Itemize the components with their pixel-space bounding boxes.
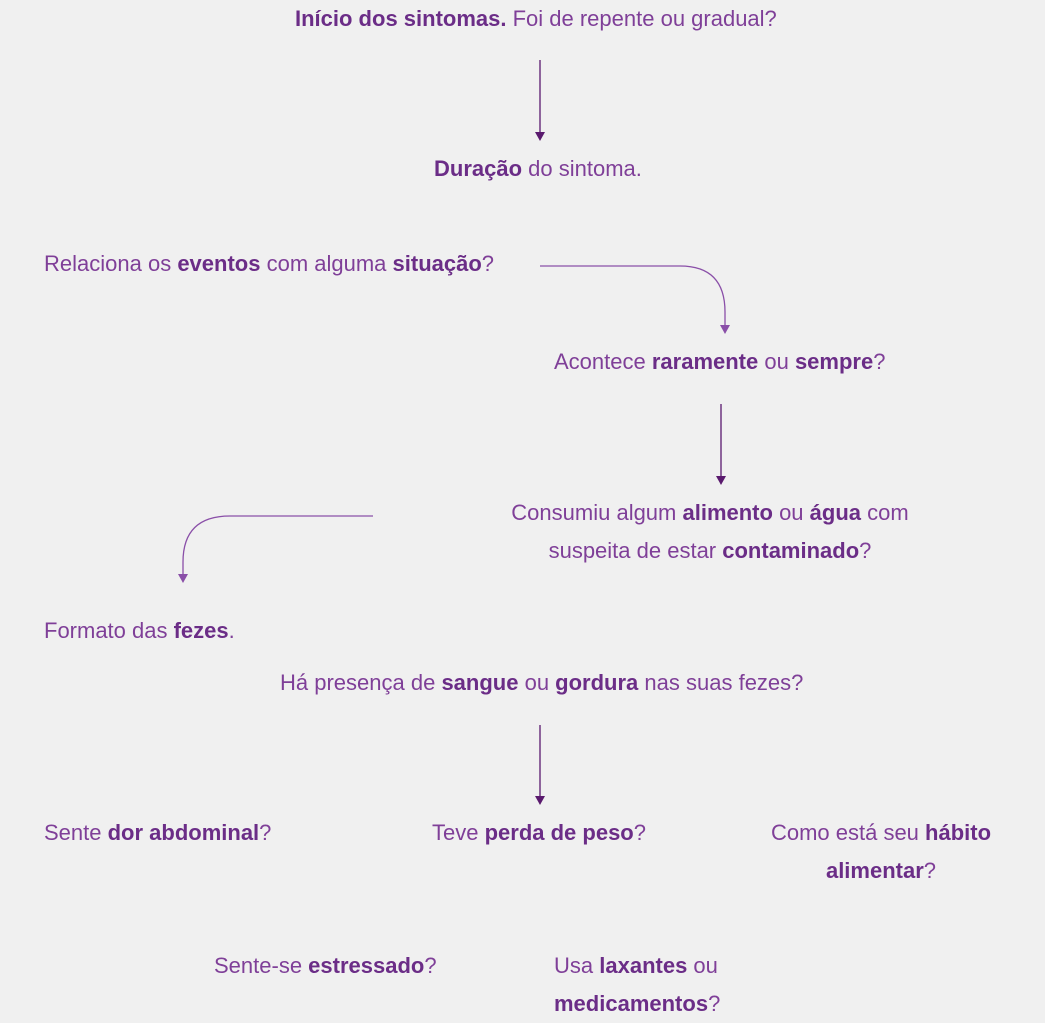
node-laxantes-text-0: Usa [554,953,600,978]
arrow-relaciona-to-acontece-head [720,325,730,334]
node-laxantes-line-2: medicamentos? [554,985,720,1023]
node-estressado-text-1: ? [424,953,437,978]
node-laxantes-medicamentos: Usa laxantes ou medicamentos? [554,947,720,1023]
node-laxantes-line-1: Usa laxantes ou [554,947,720,985]
node-perda-peso: Teve perda de peso? [432,814,646,852]
node-acontece-text-1: ou [758,349,795,374]
node-dor-abdominal: Sente dor abdominal? [44,814,271,852]
node-formato-text-1: . [228,618,235,643]
arrow-inicio-to-duracao-head [535,132,545,141]
node-duracao-text: do sintoma. [522,156,642,181]
node-perda-text-0: Teve [432,820,485,845]
node-formato-text-0: Formato das [44,618,174,643]
node-relaciona-eventos: Relaciona os eventos com alguma situação… [44,245,494,283]
node-duracao-bold: Duração [434,156,523,181]
node-perda-bold-1: perda de peso [484,820,634,845]
node-inicio-bold: Início dos sintomas. [295,6,507,31]
node-acontece: Acontece raramente ou sempre? [554,343,885,381]
node-habito-line-1: Como está seu hábito [760,814,1002,852]
node-laxantes-bold-1: laxantes [599,953,688,978]
node-relaciona-text-2: ? [481,251,495,276]
node-consumiu-text-4: ? [859,538,872,563]
node-consumiu-bold-2: água [809,500,862,525]
node-estressado-bold-1: estressado [308,953,425,978]
node-presenca-text-1: ou [518,670,556,695]
node-dor-text-0: Sente [44,820,108,845]
node-habito-bold-1: hábito [925,820,992,845]
node-consumiu-text-3: suspeita de estar [548,538,723,563]
node-habito-text-2: ? [923,858,937,883]
node-perda-text-1: ? [633,820,646,845]
arrow-relaciona-to-acontece-line [540,265,726,325]
node-formato-bold-1: fezes [173,618,229,643]
node-consumiu-text-0: Consumiu algum [511,500,683,525]
node-inicio-text: Foi de repente ou gradual? [506,6,777,31]
node-consumiu-bold-3: contaminado [722,538,860,563]
node-acontece-bold-2: sempre [794,349,874,374]
node-dor-bold-1: dor abdominal [107,820,260,845]
node-presenca-bold-2: gordura [555,670,639,695]
node-acontece-text-0: Acontece [554,349,652,374]
node-relaciona-bold-2: situação [392,251,482,276]
node-dor-text-1: ? [259,820,272,845]
node-habito-text-0: Como está seu [770,820,926,845]
arrow-consumiu-to-formato-line [182,515,373,574]
node-inicio-sintomas: Início dos sintomas. Foi de repente ou g… [295,0,777,38]
node-presenca-text-0: Há presença de [280,670,442,695]
node-consumiu-text-1: ou [772,500,810,525]
node-relaciona-bold-1: eventos [177,251,261,276]
node-laxantes-text-2: ? [708,991,721,1016]
node-relaciona-text-1: com alguma [260,251,393,276]
arrow-consumiu-to-formato-head [178,574,188,583]
node-consumiu-text-2: com [861,500,909,525]
arrow-presenca-to-perda-head [535,796,545,805]
node-relaciona-text-0: Relaciona os [44,251,178,276]
node-consumiu-alimento: Consumiu algum alimento ou água com susp… [480,494,940,570]
arrow-acontece-to-consumiu-head [716,476,726,485]
node-presenca-text-2: nas suas fezes? [638,670,804,695]
node-estressado-text-0: Sente-se [214,953,309,978]
node-estressado: Sente-se estressado? [214,947,437,985]
node-acontece-text-2: ? [873,349,886,374]
node-acontece-bold-1: raramente [651,349,759,374]
node-duracao: Duração do sintoma. [434,150,642,188]
node-consumiu-bold-1: alimento [682,500,773,525]
node-habito-alimentar: Como está seu hábito alimentar? [760,814,1002,890]
node-presenca-sangue: Há presença de sangue ou gordura nas sua… [280,664,803,702]
node-habito-bold-2: alimentar [825,858,924,883]
node-laxantes-text-1: ou [687,953,718,978]
node-consumiu-line-1: Consumiu algum alimento ou água com [480,494,940,532]
node-laxantes-bold-2: medicamentos [554,991,709,1016]
node-formato-fezes: Formato das fezes. [44,612,235,650]
node-presenca-bold-1: sangue [441,670,519,695]
node-consumiu-line-2: suspeita de estar contaminado? [480,532,940,570]
node-habito-line-2: alimentar? [760,852,1002,890]
